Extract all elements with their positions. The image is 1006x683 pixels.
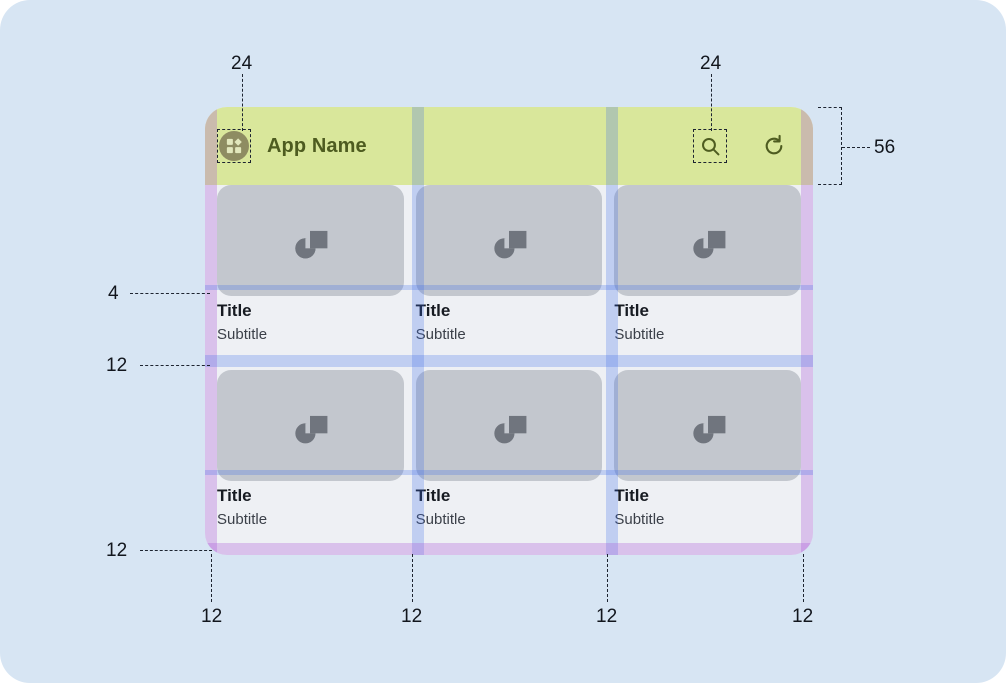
card-title: Title	[217, 486, 252, 505]
card-subtitle: Subtitle	[415, 326, 466, 343]
annotation-media-title-gap: 4	[108, 283, 119, 304]
annotation-bottom-padding: 12	[106, 540, 128, 561]
image-placeholder-icon	[693, 415, 726, 443]
card-subtitle: Subtitle	[217, 326, 268, 343]
card[interactable]: Title Subtitle	[614, 185, 802, 358]
card[interactable]: Title Subtitle	[614, 370, 802, 543]
card-media	[217, 370, 404, 481]
card-row: Title Subtitle Title Subtitle	[217, 185, 802, 358]
image-placeholder-icon	[693, 230, 726, 258]
annotation-gutter-2: 12	[401, 606, 423, 627]
leader-line-row-gap	[140, 365, 210, 366]
card-title: Title	[217, 301, 252, 320]
card-text: Title Subtitle	[614, 296, 801, 358]
app-icon-button[interactable]	[217, 129, 251, 163]
card-title: Title	[614, 486, 649, 505]
leader-line-gutter-2	[412, 554, 413, 602]
annotation-gutter-1: 12	[201, 606, 223, 627]
leader-line-icon-left	[242, 74, 243, 131]
image-placeholder-icon	[494, 415, 527, 443]
card-subtitle: Subtitle	[614, 326, 665, 343]
card-text: Title Subtitle	[614, 481, 801, 543]
app-widgets-icon	[219, 131, 249, 161]
card-media	[415, 370, 603, 481]
card-media	[614, 185, 802, 296]
card-media	[614, 370, 802, 481]
bracket-appbar-height	[818, 107, 842, 185]
card-text: Title Subtitle	[416, 296, 603, 358]
search-button[interactable]	[693, 129, 727, 163]
search-icon	[701, 137, 719, 155]
card-row: Title Subtitle Title Subtitle	[217, 370, 802, 543]
leader-line-bottom-padding	[140, 550, 212, 551]
card-text: Title Subtitle	[217, 481, 404, 543]
app-frame: App Name	[205, 107, 813, 555]
card-subtitle: Subtitle	[415, 511, 466, 528]
card-text: Title Subtitle	[416, 481, 603, 543]
card-media	[415, 185, 603, 296]
refresh-button[interactable]	[757, 129, 791, 163]
card-media	[217, 185, 404, 296]
card-title: Title	[415, 301, 451, 320]
image-placeholder-icon	[494, 230, 527, 258]
annotation-row-gap: 12	[106, 355, 128, 376]
leader-line-appbar-height	[842, 147, 870, 148]
annotation-gutter-4: 12	[792, 606, 814, 627]
card[interactable]: Title Subtitle	[217, 370, 404, 543]
image-placeholder-icon	[295, 230, 328, 258]
icon-touch-target-box	[693, 129, 727, 163]
leader-line-media-title-gap	[130, 293, 210, 294]
app-bar: App Name	[205, 107, 813, 185]
app-bar-title: App Name	[267, 134, 367, 157]
annotation-gutter-3: 12	[596, 606, 618, 627]
card-title: Title	[614, 301, 649, 320]
card-subtitle: Subtitle	[614, 511, 665, 528]
leader-line-gutter-4	[803, 554, 804, 602]
card-title: Title	[415, 486, 451, 505]
card[interactable]: Title Subtitle	[415, 370, 603, 543]
card-subtitle: Subtitle	[217, 511, 268, 528]
leader-line-gutter-3	[607, 554, 608, 602]
image-placeholder-icon	[295, 415, 328, 443]
annotation-icon-target-left: 24	[231, 53, 253, 74]
annotation-appbar-height: 56	[874, 137, 896, 158]
leader-line-gutter-1	[211, 554, 212, 602]
leader-line-icon-right	[711, 74, 712, 131]
refresh-icon	[765, 134, 783, 155]
icon-touch-target-box	[217, 129, 251, 163]
annotation-icon-target-right: 24	[700, 53, 722, 74]
card[interactable]: Title Subtitle	[217, 185, 404, 358]
card-text: Title Subtitle	[217, 296, 404, 358]
card-grid: Title Subtitle Title Subtitle	[205, 185, 813, 555]
card[interactable]: Title Subtitle	[415, 185, 603, 358]
